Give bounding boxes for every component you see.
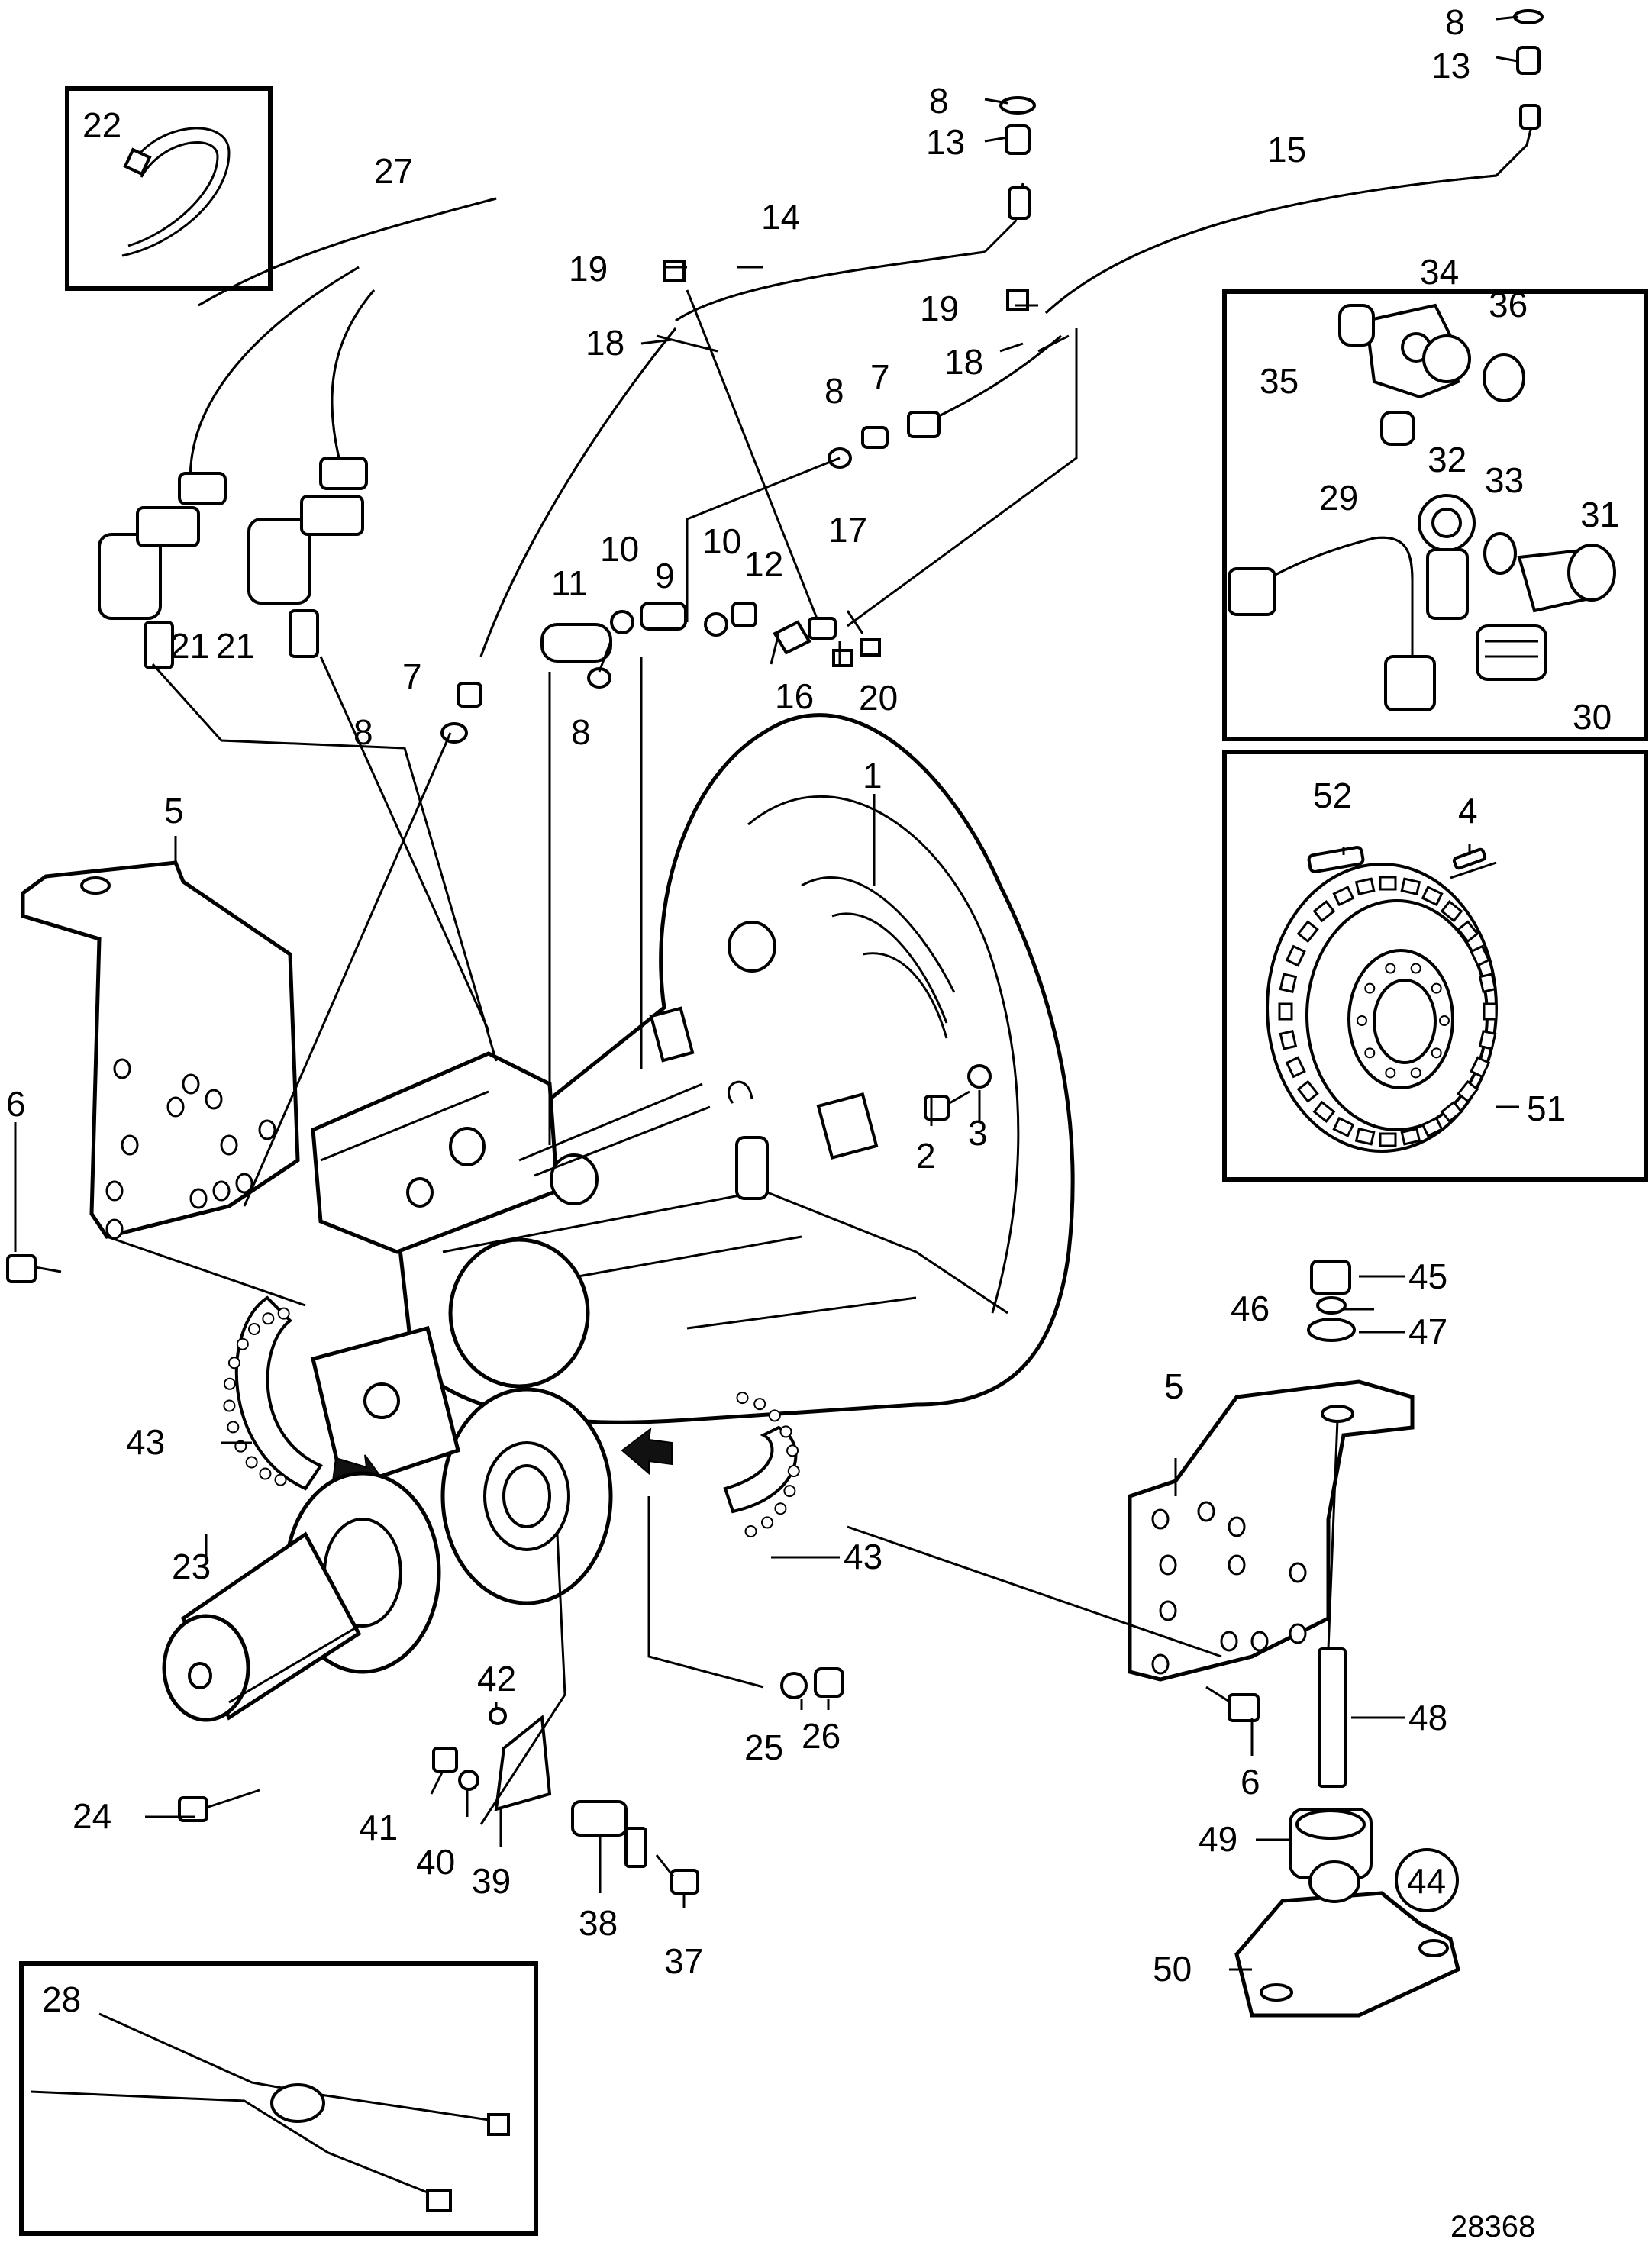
callout-52: 52: [1313, 776, 1352, 815]
callout-5-left: 5: [164, 791, 184, 831]
callout-21-left: 21: [170, 626, 209, 666]
callout-50: 50: [1153, 1949, 1192, 1989]
callout-labels: 1 2 3 4 5 5 6 6 7 7 8 8 8 8 8 9 10 10 11…: [6, 2, 1619, 2244]
callout-27: 27: [374, 151, 413, 191]
callout-36: 36: [1489, 285, 1528, 324]
callout-33: 33: [1485, 460, 1524, 500]
callout-26: 26: [802, 1716, 841, 1756]
callout-40: 40: [416, 1842, 455, 1882]
callout-49: 49: [1199, 1819, 1237, 1859]
callout-2: 2: [916, 1136, 936, 1176]
callout-35: 35: [1260, 361, 1299, 401]
leader-lines: [14, 15, 1519, 1971]
figure-reference-number: 28368: [1450, 2210, 1535, 2244]
callout-17: 17: [828, 510, 867, 550]
callout-8-top-mid: 8: [929, 81, 949, 121]
inset-flywheel: [1222, 750, 1648, 1182]
callout-16: 16: [775, 676, 814, 716]
callout-41: 41: [359, 1808, 398, 1847]
callout-46: 46: [1231, 1289, 1270, 1328]
callout-6-right: 6: [1241, 1762, 1260, 1802]
callout-3: 3: [968, 1113, 988, 1153]
fasteners: [6, 1064, 1460, 2018]
callout-29: 29: [1319, 478, 1358, 518]
inset-strap-tool-28: [19, 1961, 538, 2236]
callout-18-left: 18: [586, 323, 624, 363]
sensor-wheels-43: [223, 1295, 800, 1538]
callout-5-right: 5: [1164, 1366, 1184, 1406]
callout-30: 30: [1573, 697, 1612, 737]
callout-37: 37: [664, 1941, 703, 1981]
arrow-right: [621, 1427, 673, 1476]
callout-13-mid: 13: [926, 122, 965, 162]
callout-19-left: 19: [569, 249, 608, 289]
callout-18-right: 18: [944, 342, 983, 382]
callout-1: 1: [863, 756, 882, 795]
callout-47: 47: [1408, 1311, 1447, 1351]
callout-51: 51: [1527, 1089, 1566, 1128]
callout-7-upper: 7: [870, 357, 890, 397]
callout-44: 44: [1407, 1861, 1446, 1901]
bracket-5-right: [1128, 1379, 1415, 1682]
callout-19-right: 19: [920, 289, 959, 328]
callout-8-upper: 8: [824, 371, 844, 411]
inset-pipe-fittings: [1222, 289, 1648, 741]
callout-8-top-right: 8: [1445, 2, 1465, 42]
callout-43-left: 43: [126, 1422, 165, 1462]
callout-39: 39: [472, 1861, 511, 1901]
callout-8-mid: 8: [571, 712, 591, 752]
bracket-5-left: [21, 860, 300, 1240]
callout-7-lower: 7: [402, 657, 422, 696]
callout-45: 45: [1408, 1257, 1447, 1296]
callout-21-right: 21: [216, 626, 255, 666]
callout-9: 9: [655, 556, 675, 595]
callout-10-left: 10: [600, 529, 639, 569]
callout-15: 15: [1267, 130, 1306, 169]
callout-42: 42: [477, 1659, 516, 1699]
callout-8-lower: 8: [353, 712, 373, 752]
callout-34: 34: [1420, 252, 1459, 292]
callout-14: 14: [761, 197, 800, 237]
callout-24: 24: [73, 1796, 111, 1836]
callout-4: 4: [1458, 791, 1478, 831]
hose-15: [931, 114, 1536, 421]
callout-13-right: 13: [1431, 46, 1470, 85]
callout-38: 38: [579, 1903, 618, 1943]
inset-cable-tie-22: [65, 86, 273, 291]
callout-6-left: 6: [6, 1084, 26, 1124]
callout-48: 48: [1408, 1698, 1447, 1737]
callout-28: 28: [42, 1979, 81, 2019]
callout-11: 11: [551, 563, 588, 603]
gearbox-housing-1: [311, 713, 1075, 1605]
callout-25: 25: [744, 1728, 783, 1767]
callout-20: 20: [859, 678, 898, 718]
flange-tool-23: [162, 1471, 441, 1722]
callout-23: 23: [172, 1547, 211, 1586]
callout-31: 31: [1580, 495, 1619, 534]
small-fittings: [440, 9, 1544, 744]
callout-10-right: 10: [702, 521, 741, 561]
callout-22: 22: [82, 105, 121, 145]
callout-12: 12: [744, 544, 783, 584]
solenoid-valves-21: [98, 457, 368, 669]
callout-32: 32: [1428, 440, 1466, 479]
callout-43-right: 43: [844, 1537, 882, 1576]
